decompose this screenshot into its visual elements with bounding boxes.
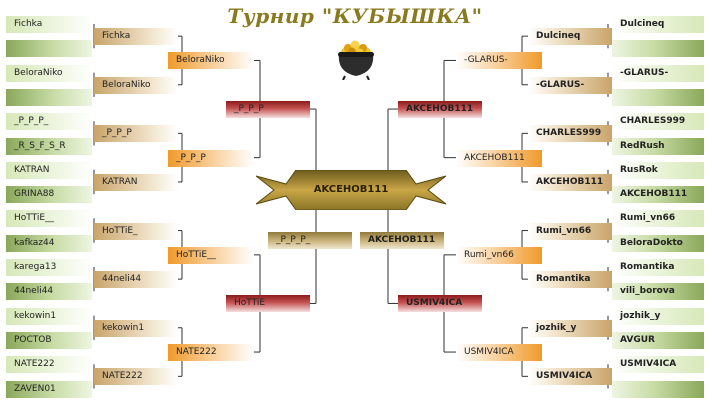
right-r1-player: Dulcineq: [612, 16, 704, 33]
left-r2-player: BeloraNiko: [94, 76, 178, 94]
right-r2-player: AKCEHOB111: [528, 173, 612, 191]
right-r1-player: AKCEHOB111: [612, 186, 704, 204]
left-r2-player: 44neli44: [94, 271, 178, 289]
left-r1-player: _R_S_F_S_R: [6, 137, 92, 155]
left-r1-player: _P_P_P_: [6, 113, 92, 131]
left-r2-player: NATE222: [94, 368, 178, 386]
left-r3-player: BeloraNiko: [168, 52, 254, 70]
left-r3-player: NATE222: [168, 344, 254, 362]
left-r1-player: kekowin1: [6, 307, 92, 325]
right-semifinal-player: AKCEHOB111: [360, 232, 444, 249]
right-r2-player: Romantika: [528, 271, 612, 289]
right-r1-player: AVGUR: [612, 331, 704, 349]
left-r1-player: РОСТОВ: [6, 331, 92, 349]
left-semifinal-player: _P_P_P_: [268, 232, 352, 249]
left-r2-player: kekowin1: [94, 319, 178, 337]
left-r1-player: [6, 40, 92, 58]
left-r1-player: KATRAN: [6, 161, 92, 179]
left-r2-player: _P_P_P: [94, 125, 178, 143]
left-r1-player: kafkaz44: [6, 234, 92, 252]
left-r1-player: GRINA88: [6, 186, 92, 204]
right-r4-player: AKCEHOB111: [398, 101, 482, 119]
champion-label: AKCEHOB111: [313, 184, 389, 195]
right-r1-player: [612, 40, 704, 58]
left-r4-player: _P_P_P: [226, 101, 310, 119]
right-r2-player: -GLARUS-: [528, 76, 612, 94]
page-title: Турнир "КУБЫШКА": [227, 4, 483, 28]
left-r1-player: ZAVEN01: [6, 380, 92, 398]
left-r1-player: Fichka: [6, 16, 92, 33]
left-r3-player: HoTTiE__: [168, 246, 254, 264]
right-r3-player: -GLARUS-: [456, 52, 542, 70]
left-r2-player: HoTTiE_: [94, 222, 178, 240]
right-r1-player: Romantika: [612, 259, 704, 276]
left-r1-player: BeloraNiko: [6, 64, 92, 82]
right-r2-player: Dulcineq: [528, 28, 612, 46]
left-r3-player: _P_P_P: [168, 149, 254, 167]
right-r2-player: jozhik_y: [528, 319, 612, 337]
right-r3-player: USMIV4ICA: [456, 344, 542, 362]
left-r1-player: NATE222: [6, 356, 92, 374]
right-r3-player: Rumi_vn66: [456, 246, 542, 264]
right-r1-player: jozhik_y: [612, 307, 704, 325]
right-r1-player: RusRok: [612, 161, 704, 179]
pot-of-gold-icon: [338, 40, 374, 80]
right-r3-player: AKCEHOB111: [456, 149, 542, 167]
left-r4-player: HoTTiE: [226, 295, 310, 313]
right-r2-player: USMIV4ICA: [528, 368, 612, 386]
right-r1-player: BeloraDokto: [612, 234, 704, 252]
right-r2-player: CHARLES999: [528, 125, 612, 143]
left-r2-player: Fichka: [94, 28, 178, 46]
left-r1-player: [6, 88, 92, 106]
right-r1-player: RedRush: [612, 137, 704, 155]
champion-banner: [256, 170, 446, 210]
right-r1-player: vili_borova: [612, 283, 704, 301]
right-r1-player: Rumi_vn66: [612, 210, 704, 228]
left-r1-player: HoTTiE__: [6, 210, 92, 228]
right-r2-player: Rumi_vn66: [528, 222, 612, 240]
right-r4-player: USMIV4ICA: [398, 295, 482, 313]
right-r1-player: [612, 380, 704, 398]
left-r2-player: KATRAN: [94, 173, 178, 191]
left-r1-player: 44neli44: [6, 283, 92, 301]
right-r1-player: USMIV4ICA: [612, 356, 704, 374]
right-r1-player: [612, 88, 704, 106]
right-r1-player: CHARLES999: [612, 113, 704, 131]
left-r1-player: karega13: [6, 259, 92, 276]
right-r1-player: -GLARUS-: [612, 64, 704, 82]
